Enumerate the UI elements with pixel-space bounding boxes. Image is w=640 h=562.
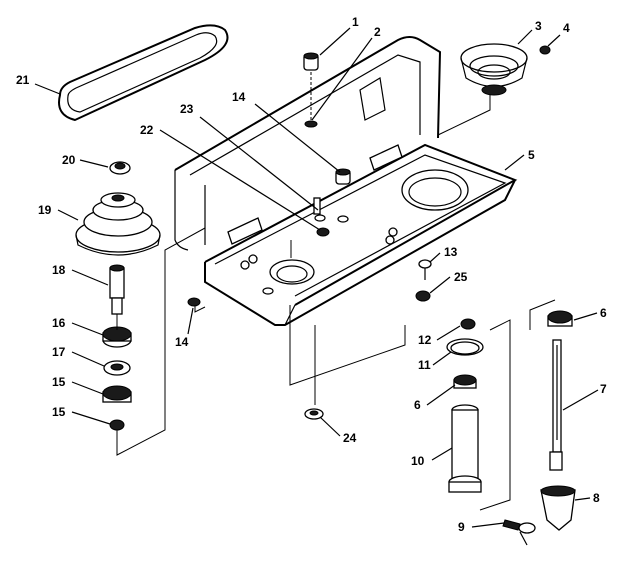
callout-14-left: 14 [175,335,189,349]
callout-13: 13 [444,245,458,259]
part-spindle-7 [549,339,563,471]
callout-10: 10 [411,454,425,468]
part-spacer-17 [103,360,131,376]
part-screw-4 [539,45,551,55]
assembly-lines [289,95,556,511]
part-nut-12 [460,318,476,330]
part-step-pulley-19 [75,192,161,256]
part-bearing-16 [102,326,132,348]
part-washer-2 [304,72,318,128]
callout-7: 7 [600,382,607,396]
callout-17: 17 [52,345,66,359]
callout-3: 3 [535,19,542,33]
part-pin-22-23 [313,197,330,237]
callout-23: 23 [180,102,194,116]
part-nut-20 [109,161,131,175]
callout-16: 16 [52,316,66,330]
part-screw-13 [418,259,432,280]
callout-22: 22 [140,123,154,137]
part-belt [58,24,229,122]
part-spindle-18 [109,264,125,315]
callout-1: 1 [352,15,359,29]
callout-24: 24 [343,431,357,445]
callout-15-b: 15 [52,405,66,419]
callout-4: 4 [563,21,570,35]
part-chuck-key-9 [502,519,536,546]
callout-15-a: 15 [52,375,66,389]
part-washer-24 [304,408,324,420]
part-quill-10 [448,404,482,493]
callout-8: 8 [593,491,600,505]
part-chuck-8 [540,485,576,531]
part-washer-15-b [109,419,125,431]
callout-labels: 1 2 3 4 5 6 6 7 8 9 10 11 12 13 14 14 15… [16,15,607,534]
part-pulley-3 [460,43,528,96]
part-knob-1 [303,52,319,71]
callout-12: 12 [418,333,432,347]
part-bearing-15-a [102,385,132,403]
part-nut-25 [415,290,431,302]
callout-6-lower: 6 [414,398,421,412]
callout-14-top: 14 [232,90,246,104]
callout-5: 5 [528,148,535,162]
callout-9: 9 [458,520,465,534]
callout-leaders [34,27,599,528]
callout-6-upper: 6 [600,306,607,320]
part-bearing-6-lower [453,374,477,389]
callout-20: 20 [62,153,76,167]
callout-25: 25 [454,270,468,284]
part-nut-14-left [187,297,201,307]
callout-18: 18 [52,263,66,277]
part-bearing-14-top [335,168,351,223]
part-bearing-6-upper [547,310,573,327]
callout-2: 2 [374,25,381,39]
part-ring-11 [446,338,484,356]
callout-11: 11 [418,358,431,372]
callout-21: 21 [16,73,30,87]
callout-19: 19 [38,203,52,217]
